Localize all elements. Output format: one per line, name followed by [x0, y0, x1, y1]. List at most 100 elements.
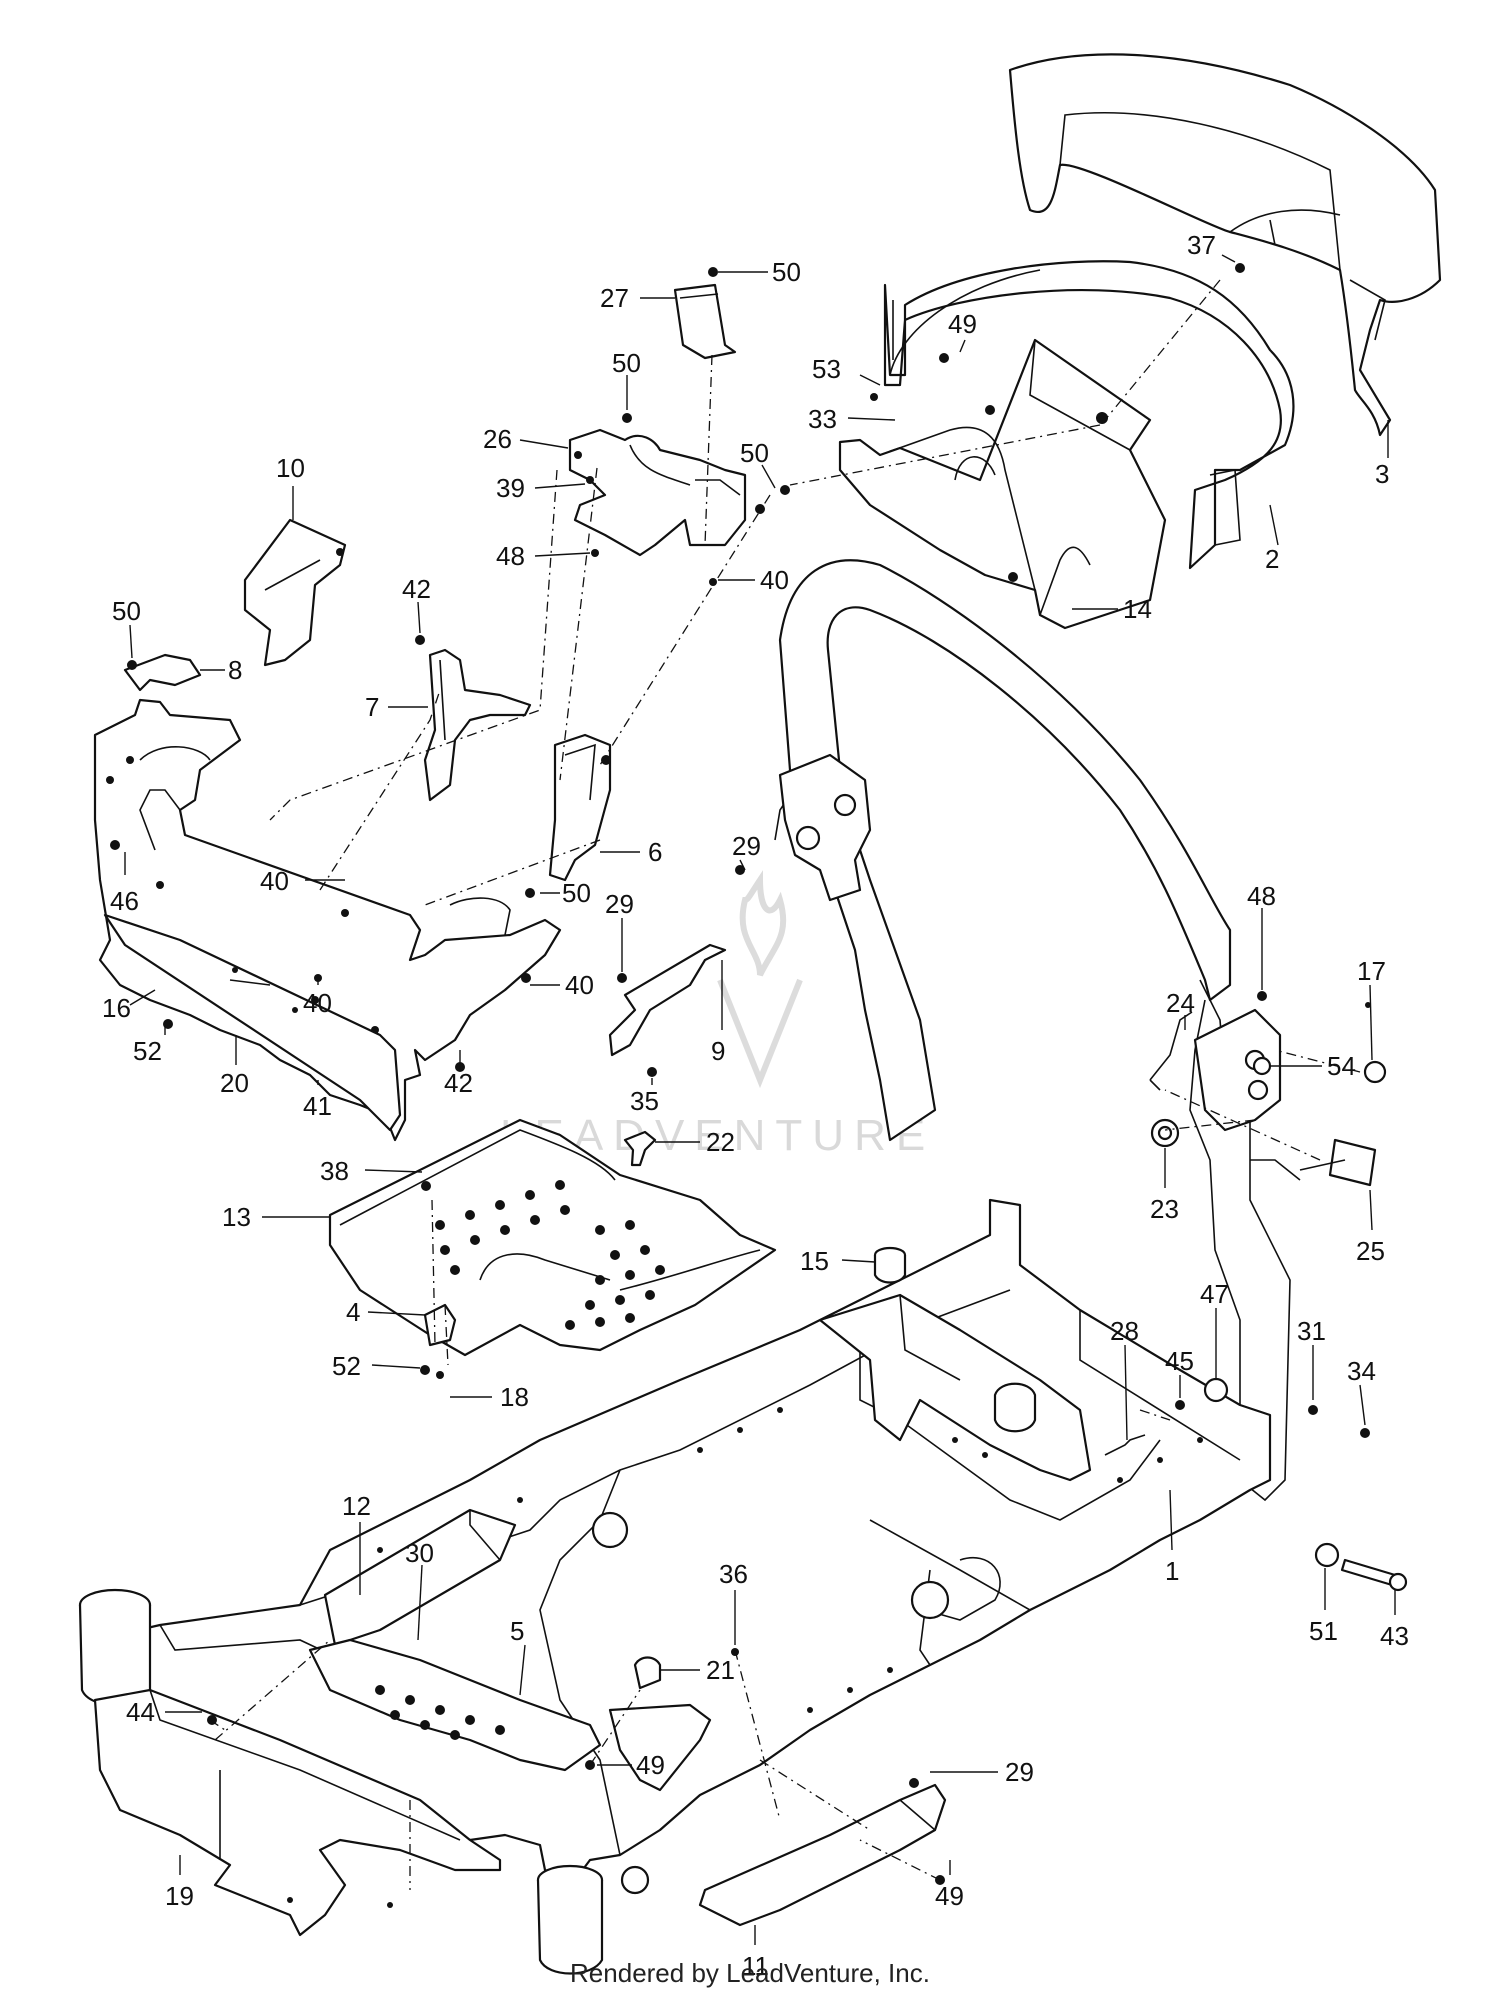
part-11-side-plate[interactable] — [698, 1783, 947, 1927]
callout-28[interactable]: 28 — [1110, 1316, 1139, 1441]
callout-31[interactable]: 31 — [1297, 1316, 1326, 1400]
callout-50b[interactable]: 50 — [612, 348, 641, 410]
part-15-bumper[interactable] — [873, 1246, 907, 1284]
rops-right-pivot-bracket[interactable] — [1193, 1008, 1282, 1132]
callout-30[interactable]: 30 — [405, 1538, 434, 1641]
callout-1[interactable]: 1 — [1165, 1489, 1179, 1586]
part-47-washer[interactable] — [1203, 1377, 1229, 1403]
callout-7[interactable]: 7 — [365, 692, 428, 722]
callout-33[interactable]: 33 — [808, 404, 896, 434]
callout-21[interactable]: 21 — [660, 1655, 735, 1685]
part-17-nut[interactable] — [1363, 1060, 1387, 1084]
callout-40a[interactable]: 40 — [718, 565, 789, 595]
callout-50d[interactable]: 50 — [112, 596, 141, 659]
callout-36[interactable]: 36 — [719, 1559, 748, 1645]
callout-10[interactable]: 10 — [276, 453, 305, 520]
part-22-knob[interactable] — [623, 1130, 657, 1167]
part-3-rear-cover[interactable] — [1008, 53, 1442, 437]
svg-text:41: 41 — [303, 1091, 332, 1121]
callout-44[interactable]: 44 — [126, 1697, 202, 1727]
callout-16[interactable]: 16 — [102, 989, 156, 1023]
callout-40d[interactable]: 40 — [303, 975, 332, 1018]
part-43-bolt[interactable] — [1340, 1558, 1408, 1592]
part-14-battery-tray[interactable] — [838, 338, 1167, 630]
callout-5[interactable]: 5 — [510, 1616, 526, 1696]
svg-text:23: 23 — [1150, 1194, 1179, 1224]
callout-45[interactable]: 45 — [1165, 1346, 1194, 1398]
part-4-clip[interactable] — [423, 1303, 457, 1347]
callout-52a[interactable]: 52 — [133, 1025, 166, 1066]
callout-24[interactable]: 24 — [1166, 988, 1195, 1030]
part-2-rear-bumper[interactable] — [883, 260, 1295, 570]
svg-text:2: 2 — [1265, 544, 1279, 574]
callout-51[interactable]: 51 — [1309, 1568, 1338, 1646]
callout-9[interactable]: 9 — [711, 960, 725, 1066]
callout-42a[interactable]: 42 — [402, 574, 431, 634]
part-5-cross-plate[interactable] — [308, 1638, 602, 1772]
callout-3[interactable]: 3 — [1375, 420, 1389, 489]
callout-38[interactable]: 38 — [320, 1156, 423, 1186]
callout-50a[interactable]: 50 — [718, 257, 801, 287]
callout-11[interactable]: 11 — [742, 1925, 769, 1981]
part-28-spring[interactable] — [1104, 1434, 1146, 1456]
part-25-hitch-pin[interactable] — [1299, 1138, 1377, 1187]
callout-41[interactable]: 41 — [303, 1080, 332, 1121]
part-20-panel-base[interactable] — [103, 913, 402, 1132]
callout-54[interactable]: 54 — [1270, 1051, 1356, 1081]
callout-49a[interactable]: 49 — [948, 309, 977, 353]
callout-12[interactable]: 12 — [342, 1491, 371, 1595]
part-24-pin[interactable] — [1149, 1011, 1193, 1091]
part-54-bushing[interactable] — [1252, 1056, 1272, 1076]
callout-15[interactable]: 15 — [800, 1246, 876, 1276]
callout-50e[interactable]: 50 — [540, 878, 591, 908]
part-6-mount[interactable] — [548, 733, 612, 882]
callout-18[interactable]: 18 — [450, 1382, 529, 1412]
part-23-knob[interactable] — [1150, 1118, 1180, 1148]
part-27-bracket[interactable] — [673, 283, 737, 360]
callout-2[interactable]: 2 — [1265, 504, 1279, 574]
callout-40c[interactable]: 40 — [530, 970, 594, 1000]
callout-19[interactable]: 19 — [165, 1855, 194, 1911]
callout-17[interactable]: 17 — [1357, 956, 1386, 1061]
callout-29c[interactable]: 29 — [930, 1757, 1034, 1787]
callout-52b[interactable]: 52 — [332, 1351, 421, 1381]
callout-4[interactable]: 4 — [346, 1297, 426, 1327]
callout-42b[interactable]: 42 — [444, 1050, 473, 1098]
callout-48a[interactable]: 48 — [496, 541, 591, 571]
callout-13[interactable]: 13 — [222, 1202, 330, 1232]
callout-22[interactable]: 22 — [655, 1127, 735, 1157]
part-26-bracket[interactable] — [568, 428, 747, 557]
part-7-mount[interactable] — [423, 648, 532, 802]
part-10-shield[interactable] — [243, 518, 347, 667]
callout-29a[interactable]: 29 — [732, 831, 761, 871]
callout-49c[interactable]: 49 — [935, 1860, 964, 1911]
callout-35[interactable]: 35 — [630, 1078, 659, 1116]
callout-43[interactable]: 43 — [1380, 1590, 1409, 1651]
part-13-floor-plate[interactable] — [328, 1118, 777, 1357]
part-8-clip[interactable] — [123, 653, 202, 692]
callout-6[interactable]: 6 — [600, 837, 662, 867]
callout-26[interactable]: 26 — [483, 424, 569, 454]
callout-39[interactable]: 39 — [496, 473, 586, 503]
callout-48b[interactable]: 48 — [1247, 881, 1276, 990]
part-9-bracket[interactable] — [608, 943, 727, 1057]
part-51-washer[interactable] — [1314, 1542, 1340, 1568]
callout-8[interactable]: 8 — [200, 655, 242, 685]
callout-14[interactable]: 14 — [1072, 594, 1152, 624]
callout-27[interactable]: 27 — [600, 283, 675, 313]
callout-49b[interactable]: 49 — [597, 1750, 665, 1780]
callout-23[interactable]: 23 — [1150, 1148, 1179, 1224]
callout-40b[interactable]: 40 — [260, 866, 345, 896]
callout-29b[interactable]: 29 — [605, 889, 634, 972]
callout-34[interactable]: 34 — [1347, 1356, 1376, 1426]
callout-47[interactable]: 47 — [1200, 1279, 1229, 1378]
part-21-knob[interactable] — [633, 1656, 662, 1690]
callout-37[interactable]: 37 — [1187, 230, 1236, 263]
callout-25[interactable]: 25 — [1356, 1189, 1385, 1266]
callout-46[interactable]: 46 — [110, 852, 139, 916]
rops-left-pivot-bracket[interactable] — [778, 753, 872, 902]
part-19-front-deflector[interactable] — [93, 1688, 502, 1937]
callout-53[interactable]: 53 — [812, 354, 881, 386]
callout-50c[interactable]: 50 — [740, 438, 776, 489]
callout-20[interactable]: 20 — [220, 1035, 249, 1098]
